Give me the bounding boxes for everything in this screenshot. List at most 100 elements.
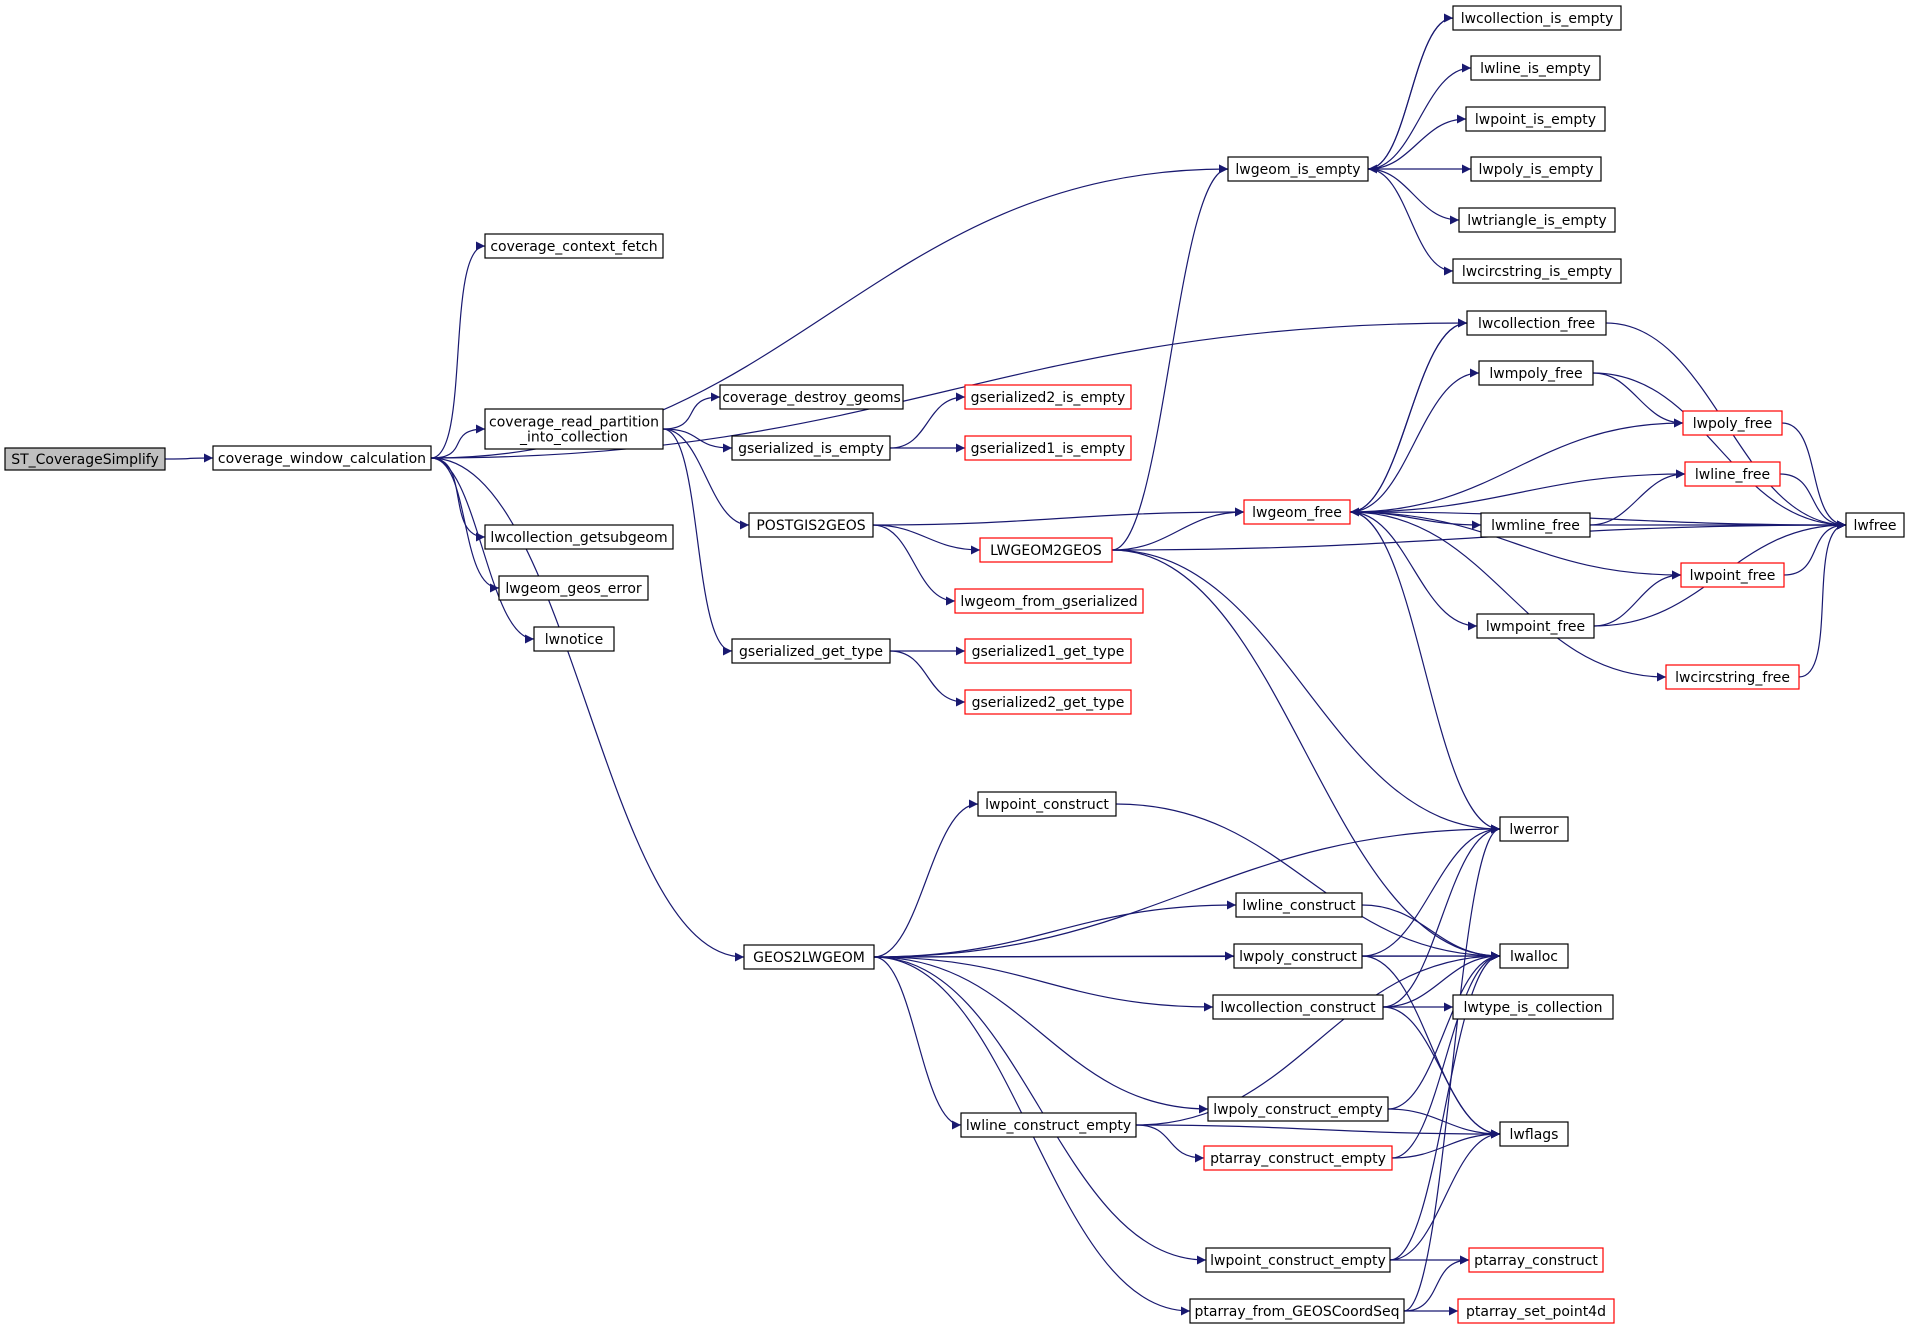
edge-path [1349,511,1501,834]
graph-edge [1111,549,1501,834]
graph-node-lwpoint-is-empty[interactable]: lwpoint_is_empty [1465,106,1606,132]
node-label: lwline_construct [1242,898,1356,914]
node-label: ST_CoverageSimplify [11,452,159,468]
graph-edge [1111,164,1229,551]
edge-path [1349,418,1684,513]
edge-path [164,453,214,463]
graph-node-lwmline-free[interactable]: lwmline_free [1480,512,1591,538]
node-box [1235,892,1363,918]
graph-node-lwline-construct-empty[interactable]: lwline_construct_empty [960,1112,1137,1138]
graph-node-gserialized-is-empty[interactable]: gserialized_is_empty [731,435,891,461]
graph-edge [1349,322,1468,517]
graph-node-lwerror[interactable]: lwerror [1499,816,1569,842]
graph-node-coverage-destroy-geoms[interactable]: coverage_destroy_geoms [719,384,904,410]
graph-node-lwpoint-construct[interactable]: lwpoint_construct [977,791,1117,817]
node-label: lwmpoly_free [1489,366,1582,382]
edge-path [1111,507,1245,551]
graph-node-lwpoly-construct-empty[interactable]: lwpoly_construct_empty [1207,1096,1389,1122]
node-box [1233,943,1363,969]
edge-path [430,241,486,459]
node-box [1458,207,1616,233]
edge-path [1389,951,1501,1261]
edge-path [1115,803,1501,961]
graph-node-lwpoly-construct[interactable]: lwpoly_construct [1233,943,1363,969]
graph-node-lwflags[interactable]: lwflags [1499,1121,1569,1147]
graph-edge [430,424,486,459]
graph-edge [1391,1129,1501,1159]
edge-path [662,428,733,656]
graph-edge [662,392,721,430]
graph-node-gserialized-get-type[interactable]: gserialized_get_type [731,638,891,664]
node-box [964,638,1132,664]
graph-edge [1389,1129,1501,1261]
graph-node-ptarray-set-point4d[interactable]: ptarray_set_point4d [1457,1298,1615,1324]
graph-node-lwgeom2geos[interactable]: LWGEOM2GEOS [979,537,1113,563]
graph-edge [1367,17,1454,174]
graph-node-gserialized1-is-empty[interactable]: gserialized1_is_empty [964,435,1132,461]
graph-node-lwpoint-construct-empty[interactable]: lwpoint_construct_empty [1205,1247,1391,1273]
graph-node-gserialized2-is-empty[interactable]: gserialized2_is_empty [964,384,1132,410]
node-box [1480,512,1591,538]
node-box [1227,156,1369,182]
graph-node-lwcircstring-is-empty[interactable]: lwcircstring_is_empty [1452,258,1622,284]
graph-node-lwalloc[interactable]: lwalloc [1499,943,1569,969]
graph-node-lwcollection-free[interactable]: lwcollection_free [1466,310,1607,336]
edge-path [873,824,1501,958]
graph-edge [1367,114,1467,170]
node-label: coverage_destroy_geoms [722,390,901,406]
graph-node-lwnotice[interactable]: lwnotice [533,626,615,652]
edge-path [1783,520,1847,576]
graph-node-lwgeom-is-empty[interactable]: lwgeom_is_empty [1227,156,1369,182]
graph-node-lwtriangle-is-empty[interactable]: lwtriangle_is_empty [1458,207,1616,233]
node-box [484,408,664,450]
graph-node-coverage-window-calculation[interactable]: coverage_window_calculation [212,445,432,471]
graph-node-geos2lwgeom[interactable]: GEOS2LWGEOM [743,944,875,970]
graph-node-lwfree[interactable]: lwfree [1845,512,1905,538]
edge-path [662,428,733,453]
graph-node-coverage-read-partition[interactable]: coverage_read_partition_into_collection [484,408,664,450]
graph-edge [1111,507,1245,551]
graph-node-lwmpoly-free[interactable]: lwmpoly_free [1478,360,1594,386]
graph-node-lwcollection-construct[interactable]: lwcollection_construct [1212,994,1384,1020]
edge-path [1111,549,1501,834]
graph-node-lwtype-is-collection[interactable]: lwtype_is_collection [1452,994,1614,1020]
graph-edge [1592,372,1847,530]
node-label: lwcollection_free [1478,316,1595,332]
graph-node-lwline-is-empty[interactable]: lwline_is_empty [1470,55,1601,81]
edge-path [1135,951,1501,1126]
graph-node-lwline-free[interactable]: lwline_free [1684,461,1781,487]
graph-node-lwgeom-free[interactable]: lwgeom_free [1243,499,1351,525]
graph-node-lwgeom-from-gserialized[interactable]: lwgeom_from_gserialized [954,588,1144,614]
graph-node-ptarray-construct[interactable]: ptarray_construct [1468,1247,1604,1273]
graph-node-lwline-construct[interactable]: lwline_construct [1235,892,1363,918]
graph-node-ptarray-construct-empty[interactable]: ptarray_construct_empty [1203,1145,1393,1171]
graph-node-lwcollection-getsubgeom[interactable]: lwcollection_getsubgeom [484,524,674,550]
graph-node-lwpoly-free[interactable]: lwpoly_free [1682,410,1783,436]
graph-node-lwcircstring-free[interactable]: lwcircstring_free [1665,664,1800,690]
edge-path [430,318,1468,459]
node-box [1682,410,1783,436]
edge-path [873,900,1237,958]
graph-node-gserialized1-get-type[interactable]: gserialized1_get_type [964,638,1132,664]
edge-path [1391,951,1501,1159]
edge-path [873,951,1235,961]
edge-path [873,956,1214,1012]
graph-edge [662,428,733,656]
edge-path [1592,372,1684,428]
graph-edge [873,799,979,958]
graph-node-postgis2geos[interactable]: POSTGIS2GEOS [748,512,874,538]
graph-node-lwgeom-geos-error[interactable]: lwgeom_geos_error [498,575,649,601]
edge-path [1403,824,1501,1312]
edge-path [1389,1129,1501,1261]
node-box [498,575,649,601]
graph-node-lwpoint-free[interactable]: lwpoint_free [1680,562,1785,588]
graph-node-lwpoly-is-empty[interactable]: lwpoly_is_empty [1470,156,1602,182]
graph-node-coverage-context-fetch[interactable]: coverage_context_fetch [484,233,664,259]
graph-node-st-coverage-simplify[interactable]: ST_CoverageSimplify [4,447,166,471]
graph-node-lwcollection-is-empty[interactable]: lwcollection_is_empty [1452,5,1622,31]
graph-node-gserialized2-get-type[interactable]: gserialized2_get_type [964,689,1132,715]
node-box [1845,512,1905,538]
graph-node-lwmpoint-free[interactable]: lwmpoint_free [1476,613,1595,639]
graph-node-ptarray-from-geoscoordseq[interactable]: ptarray_from_GEOSCoordSeq [1189,1298,1405,1324]
